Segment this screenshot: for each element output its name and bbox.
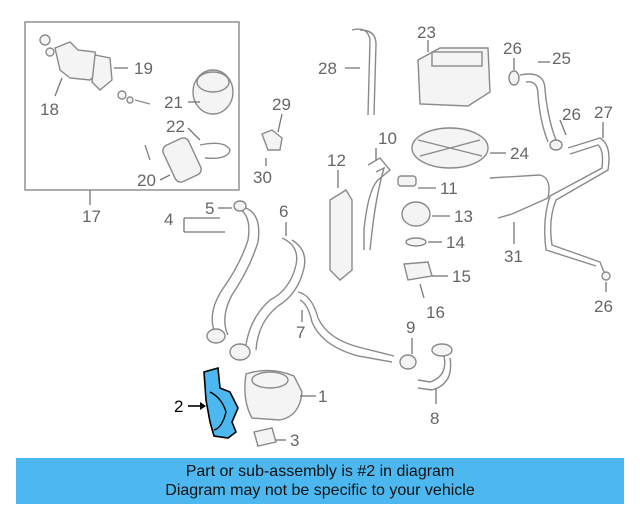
callout-22: 22 [166,117,185,136]
inset-parts [39,34,234,183]
callout-31: 31 [504,247,523,266]
callout-23: 23 [417,23,436,42]
callout-9: 9 [406,318,415,337]
callout-30: 30 [253,168,272,187]
callout-8: 8 [430,409,439,428]
callout-12: 12 [327,151,346,170]
callout-28: 28 [318,59,337,78]
callout-13: 13 [454,207,473,226]
callout-19: 19 [134,59,153,78]
callout-14: 14 [446,233,465,252]
callout-16: 16 [426,303,445,322]
callout-17: 17 [82,207,101,226]
callout-26c: 26 [594,297,613,316]
callout-21: 21 [164,93,183,112]
callout-20: 20 [137,171,156,190]
callout-26b: 26 [562,105,581,124]
callout-7: 7 [296,323,305,342]
highlighted-part-2[interactable] [203,366,239,439]
callout-3: 3 [290,431,299,450]
callout-11: 11 [440,179,458,198]
callout-1: 1 [318,387,327,406]
callout-24: 24 [510,144,529,163]
inset-box [24,21,240,191]
callout-2: 2 [174,397,183,416]
callout-29: 29 [272,95,291,114]
callout-25: 25 [552,49,571,68]
callout-5: 5 [205,199,214,218]
callout-26a: 26 [503,39,522,58]
callout-6: 6 [279,202,288,221]
callout-15: 15 [452,267,471,286]
callout-27: 27 [594,103,613,122]
banner-line-1: Part or sub-assembly is #2 in diagram [185,463,455,480]
callout-4: 4 [164,210,173,229]
info-banner: Part or sub-assembly is #2 in diagram Di… [16,458,624,504]
callout-18: 18 [40,100,59,119]
callout-10: 10 [378,129,397,148]
banner-line-2: Diagram may not be specific to your vehi… [165,482,475,499]
